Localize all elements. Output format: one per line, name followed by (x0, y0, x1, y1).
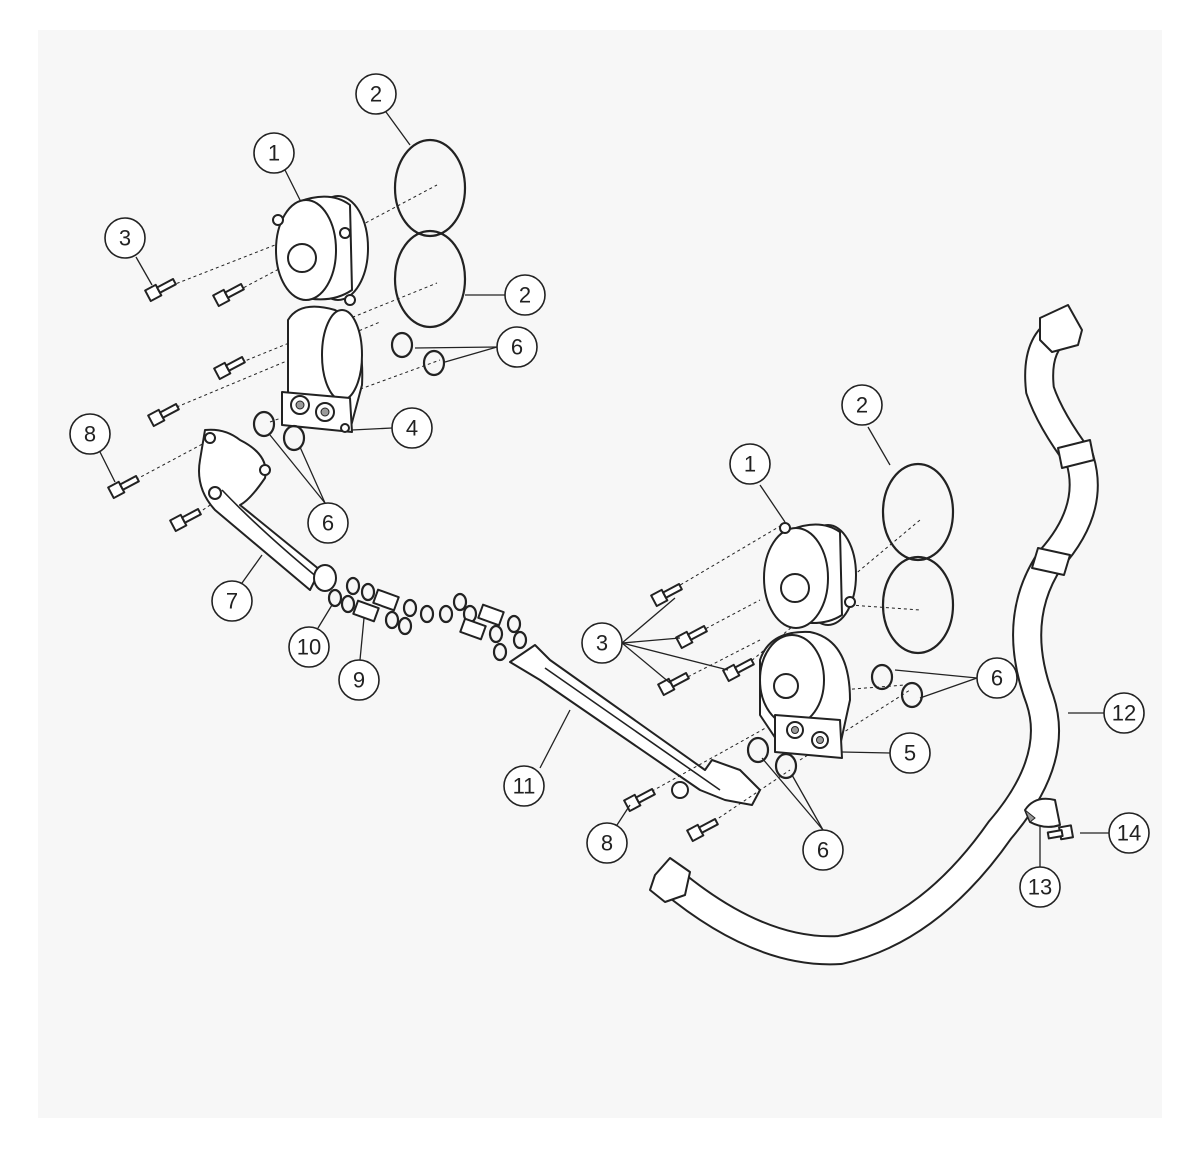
svg-text:6: 6 (322, 511, 334, 536)
callout-1-right: 1 (729, 443, 771, 485)
bolts-right (623, 583, 1074, 843)
callout-6-left-lower: 6 (307, 502, 349, 544)
svg-text:2: 2 (519, 283, 531, 308)
callout-2-left-bottom: 2 (504, 274, 546, 316)
callout-2-right-top: 2 (841, 384, 883, 426)
callout-7: 7 (211, 580, 253, 622)
callout-11: 11 (503, 765, 545, 807)
callout-6-right-lower: 6 (802, 829, 844, 871)
pipe-left (198, 428, 337, 592)
hose-long (649, 304, 1099, 966)
housing-right-lower (759, 630, 851, 759)
svg-text:6: 6 (511, 335, 523, 360)
callout-5: 5 (889, 732, 931, 774)
svg-text:7: 7 (226, 589, 238, 614)
diagram-background (38, 30, 1162, 1118)
svg-text:13: 13 (1028, 875, 1052, 900)
callout-6-right-upper: 6 (976, 657, 1018, 699)
svg-text:8: 8 (84, 422, 96, 447)
svg-text:6: 6 (991, 666, 1003, 691)
svg-text:2: 2 (370, 82, 382, 107)
svg-text:1: 1 (744, 452, 756, 477)
callout-9: 9 (338, 659, 380, 701)
callout-13: 13 (1019, 866, 1061, 908)
callout-6-left-upper: 6 (496, 326, 538, 368)
o-rings-left (393, 138, 467, 329)
callout-14: 14 (1108, 812, 1150, 854)
svg-text:6: 6 (817, 838, 829, 863)
svg-text:14: 14 (1117, 821, 1141, 846)
callout-12: 12 (1103, 692, 1145, 734)
seal-rings-left (252, 331, 446, 452)
callout-4: 4 (391, 407, 433, 449)
callout-10: 10 (288, 626, 330, 668)
leader-lines (99, 111, 1109, 867)
svg-text:8: 8 (601, 831, 613, 856)
svg-text:10: 10 (297, 635, 321, 660)
svg-text:5: 5 (904, 741, 916, 766)
callout-8-right: 8 (586, 822, 628, 864)
svg-text:2: 2 (856, 393, 868, 418)
callout-8-left: 8 (69, 413, 111, 455)
seal-rings-right (746, 663, 924, 780)
svg-text:4: 4 (406, 416, 418, 441)
svg-text:1: 1 (268, 141, 280, 166)
svg-text:12: 12 (1112, 701, 1136, 726)
callouts: 2 1 3 2 6 8 4 6 7 10 9 2 1 3 6 5 11 8 6 … (69, 73, 1150, 908)
bolts-left (107, 278, 246, 533)
svg-text:3: 3 (596, 631, 608, 656)
svg-text:3: 3 (119, 226, 131, 251)
callout-3-right: 3 (581, 622, 623, 664)
callout-2-left-top: 2 (355, 73, 397, 115)
svg-text:11: 11 (513, 774, 536, 799)
o-rings-right (881, 462, 955, 655)
svg-text:9: 9 (353, 668, 365, 693)
callout-1-left: 1 (253, 132, 295, 174)
cover-left-upper (272, 195, 369, 306)
housing-left-lower (281, 305, 364, 433)
cover-right-upper (763, 522, 857, 629)
hose-clip (1024, 797, 1061, 828)
fittings-center (327, 576, 528, 662)
callout-3-left: 3 (104, 217, 146, 259)
